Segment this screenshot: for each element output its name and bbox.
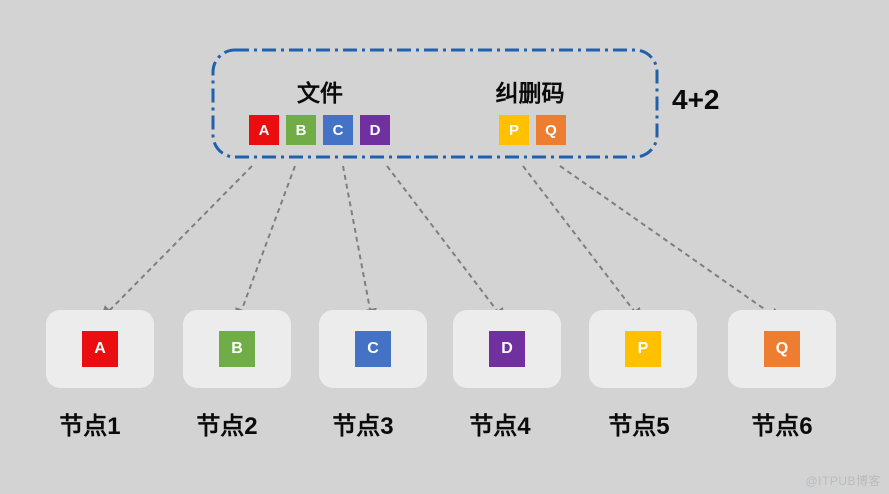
node4-label: 节点4 xyxy=(469,413,531,440)
file-block-b: B xyxy=(286,115,316,145)
file-section-label: 文件 xyxy=(297,80,343,106)
scheme-label: 4+2 xyxy=(672,84,720,115)
node-card-4: D xyxy=(453,310,561,388)
node5-label: 节点5 xyxy=(608,413,670,440)
node-card-6: Q xyxy=(728,310,836,388)
parity-block-p: P xyxy=(499,115,529,145)
node-card-1: A xyxy=(46,310,154,388)
arrow-a-to-node1 xyxy=(100,165,253,320)
node-card-3: C xyxy=(319,310,427,388)
node5-block: P xyxy=(625,331,661,367)
arrow-c-to-node3 xyxy=(342,165,377,323)
file-block-c: C xyxy=(323,115,353,145)
node2-block: B xyxy=(219,331,255,367)
node-card-5: P xyxy=(589,310,697,388)
node4-block: D xyxy=(489,331,525,367)
node2-label: 节点2 xyxy=(196,413,258,440)
arrow-p-to-node5 xyxy=(522,165,643,323)
node3-label: 节点3 xyxy=(332,413,394,440)
arrow-d-to-node4 xyxy=(386,165,506,323)
file-block-a: A xyxy=(249,115,279,145)
node-card-2: B xyxy=(183,310,291,388)
arrow-q-to-node6 xyxy=(559,165,783,322)
node1-block: A xyxy=(82,331,118,367)
watermark: @ITPUB博客 xyxy=(805,474,881,488)
arrow-b-to-node2 xyxy=(235,165,296,323)
file-block-d: D xyxy=(360,115,390,145)
node6-block: Q xyxy=(764,331,800,367)
parity-section-label: 纠删码 xyxy=(495,80,565,106)
file-blocks-row: A B C D xyxy=(249,115,390,145)
node3-block: C xyxy=(355,331,391,367)
node6-label: 节点6 xyxy=(751,413,813,440)
node1-label: 节点1 xyxy=(59,413,121,440)
parity-block-q: Q xyxy=(536,115,566,145)
parity-blocks-row: P Q xyxy=(499,115,566,145)
